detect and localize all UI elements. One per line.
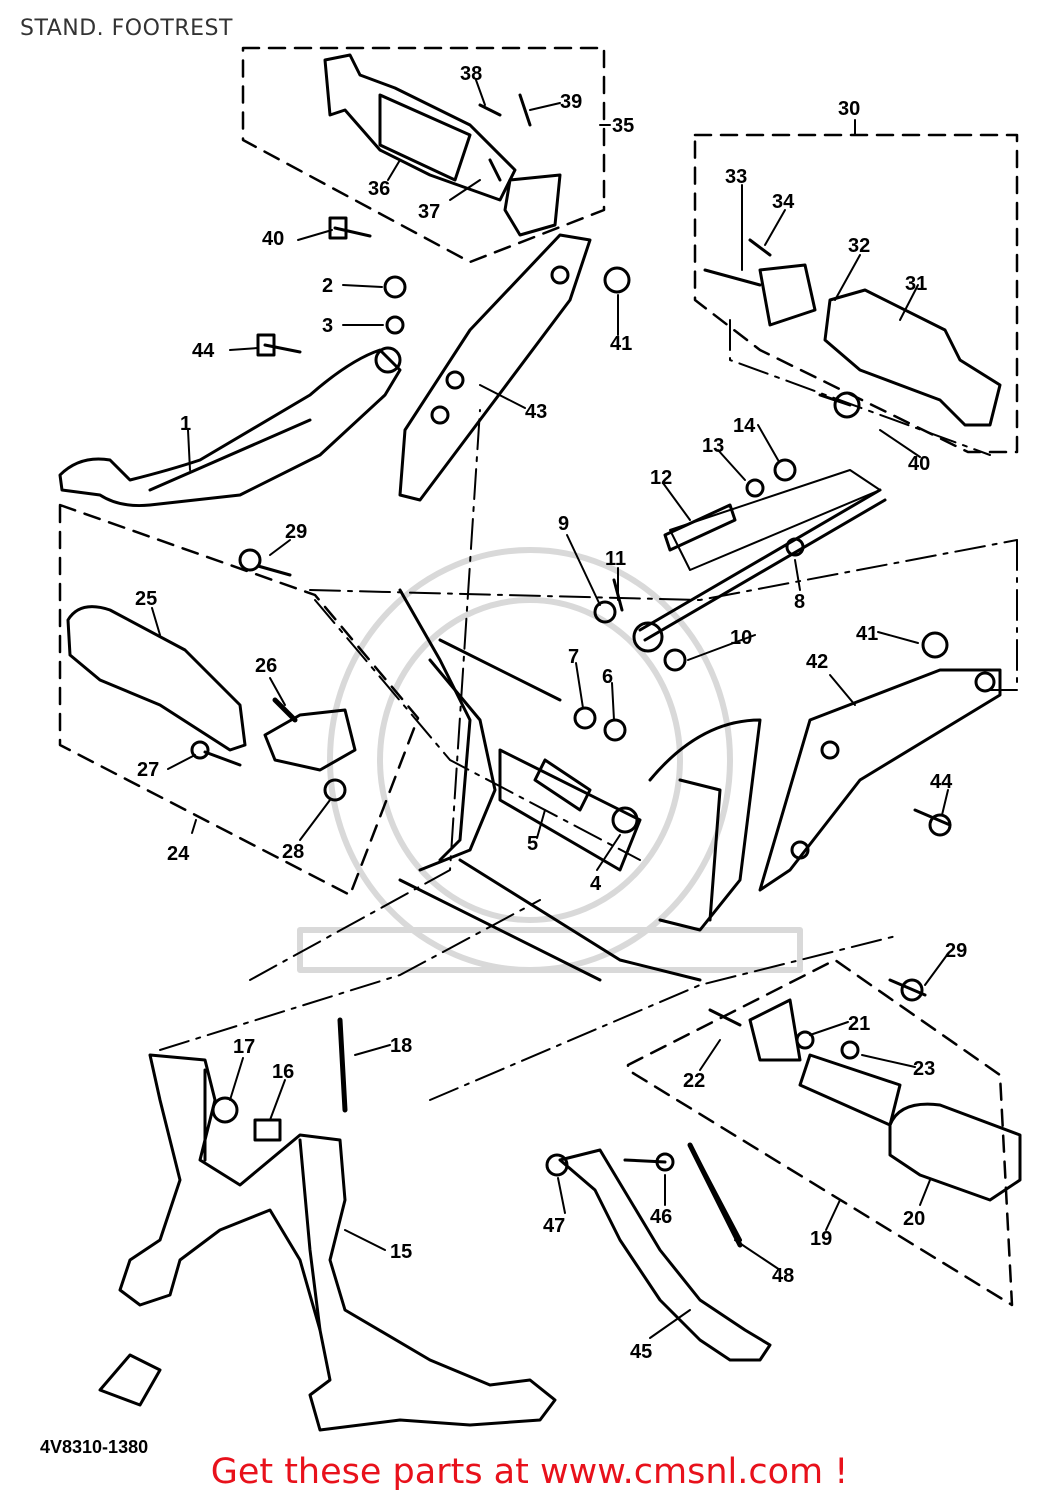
callout-43: 43: [525, 401, 547, 423]
callout-47: 47: [543, 1215, 565, 1237]
spring-12: [663, 469, 881, 571]
callout-39: 39: [560, 91, 582, 113]
brake-pedal: [58, 346, 402, 507]
callout-41b: 41: [856, 623, 878, 645]
callout-15: 15: [390, 1241, 412, 1263]
callout-27: 27: [137, 759, 159, 781]
callout-11: 11: [605, 548, 626, 570]
callout-1: 1: [180, 413, 191, 435]
footer-link[interactable]: Get these parts at www.cmsnl.com !: [210, 1452, 849, 1492]
footrest-31: [703, 263, 1002, 427]
callout-4: 4: [590, 873, 602, 895]
footrest-36: [323, 53, 562, 237]
page-title: STAND. FOOTREST: [20, 16, 233, 41]
callout-26: 26: [255, 655, 277, 677]
stand-frame: [398, 588, 762, 982]
group-box-30: [693, 133, 1019, 454]
callout-29b: 29: [945, 940, 967, 962]
callout-24: 24: [167, 843, 190, 865]
callout-labels: 1 2 3 4 5 6 7 8 9 10 11 12 13 14 15 16 1…: [135, 63, 967, 1363]
bracket-42: [758, 668, 1002, 892]
callout-21: 21: [848, 1013, 870, 1035]
callout-40b: 40: [908, 453, 930, 475]
callout-18: 18: [390, 1035, 412, 1057]
callout-12: 12: [650, 467, 672, 489]
group-box-24: [58, 503, 420, 897]
callout-20: 20: [903, 1208, 925, 1230]
main-stand-15: [118, 1053, 557, 1432]
callout-28: 28: [282, 841, 304, 863]
callout-31: 31: [905, 273, 927, 295]
callout-14: 14: [733, 415, 756, 437]
callout-17: 17: [233, 1036, 255, 1058]
callout-36: 36: [368, 178, 390, 200]
callout-46: 46: [650, 1206, 672, 1228]
callout-19: 19: [810, 1228, 832, 1250]
callout-23: 23: [913, 1058, 935, 1080]
footrest-20: [748, 998, 1022, 1202]
callout-30: 30: [838, 98, 860, 120]
callout-8: 8: [794, 591, 805, 613]
rod-8: [638, 488, 887, 642]
callout-6: 6: [602, 666, 613, 688]
callout-2: 2: [322, 275, 333, 297]
callout-25: 25: [135, 588, 157, 610]
callout-48: 48: [772, 1265, 794, 1287]
callout-35: 35: [612, 115, 634, 137]
callout-9: 9: [558, 513, 569, 535]
callout-13: 13: [702, 435, 724, 457]
watermark-logo: [297, 547, 803, 973]
callout-40a: 40: [262, 228, 284, 250]
callout-5: 5: [527, 833, 538, 855]
callout-7: 7: [568, 646, 579, 668]
callout-32: 32: [848, 235, 870, 257]
group-box-35: [241, 46, 606, 264]
callout-22: 22: [683, 1070, 705, 1092]
callout-34: 34: [772, 191, 795, 213]
callout-45: 45: [630, 1341, 652, 1363]
rear-bracket-43: [398, 233, 592, 502]
callout-16: 16: [272, 1061, 294, 1083]
callout-3: 3: [322, 315, 333, 337]
callout-42: 42: [806, 651, 828, 673]
callout-44a: 44: [192, 340, 215, 362]
callout-33: 33: [725, 166, 747, 188]
callout-37: 37: [418, 201, 440, 223]
leader-lines: [151, 79, 949, 1339]
callout-41a: 41: [610, 333, 632, 355]
callout-44b: 44: [930, 771, 953, 793]
diagram-part-code: 4V8310-1380: [40, 1437, 149, 1457]
footrest-25: [66, 605, 357, 772]
callout-29a: 29: [285, 521, 307, 543]
callout-10: 10: [730, 627, 752, 649]
group-box-19: [626, 958, 1014, 1307]
callout-38: 38: [460, 63, 482, 85]
